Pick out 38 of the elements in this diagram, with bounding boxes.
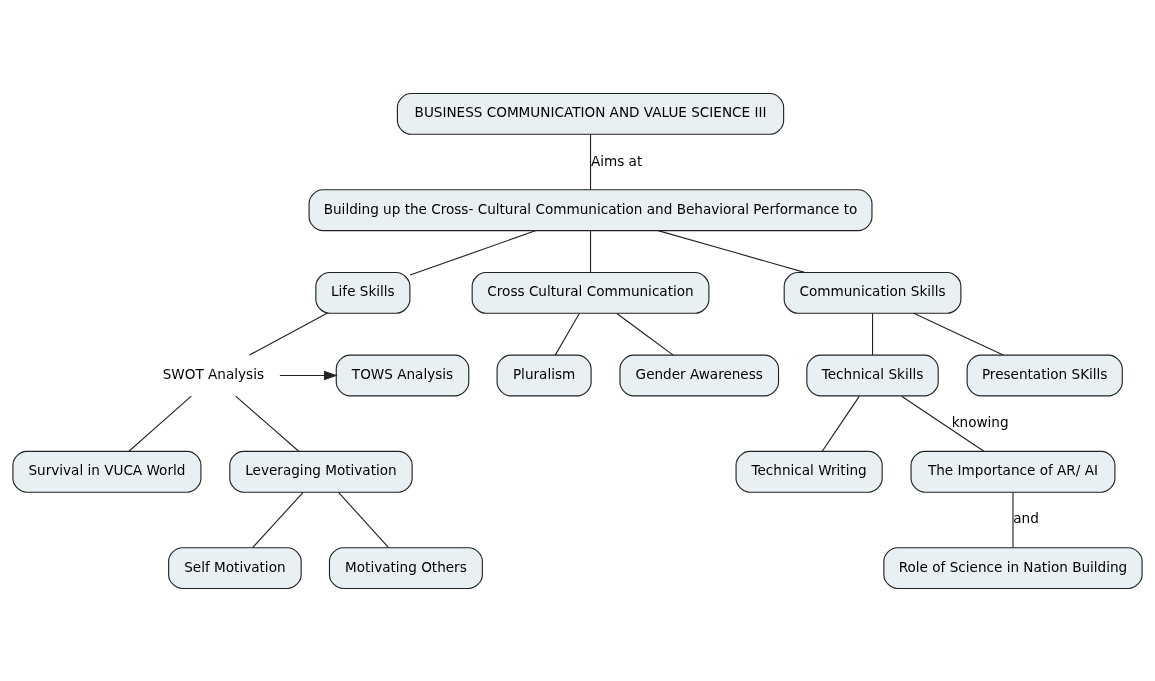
node-box: Gender Awareness bbox=[619, 354, 780, 396]
connector bbox=[871, 312, 874, 356]
node-box: Communication Skills bbox=[783, 271, 962, 314]
connector bbox=[554, 312, 580, 356]
node-text: SWOT Analysis bbox=[162, 365, 265, 382]
connector bbox=[1012, 491, 1014, 548]
connector bbox=[409, 229, 537, 276]
edge-label: Aims at bbox=[590, 152, 643, 169]
connector bbox=[589, 229, 592, 273]
connector bbox=[252, 491, 304, 548]
node-box: Cross Cultural Communication bbox=[471, 271, 710, 314]
node-box: Life Skills bbox=[315, 271, 411, 314]
connector bbox=[128, 395, 192, 452]
arrow bbox=[279, 370, 338, 380]
connector bbox=[248, 312, 328, 356]
node-box: Leveraging Motivation bbox=[229, 450, 413, 493]
edge-label: and bbox=[1013, 509, 1039, 526]
node-box: Pluralism bbox=[496, 354, 592, 396]
node-box: Building up the Cross- Cultural Communication and Behavioral Performance to bbox=[308, 188, 873, 231]
node-box: Survival in VUCA World bbox=[12, 450, 202, 493]
node-box: Presentation SKills bbox=[966, 354, 1123, 396]
node-box: Motivating Others bbox=[328, 546, 483, 589]
connector bbox=[901, 395, 985, 452]
node-box: Technical Writing bbox=[735, 450, 883, 493]
connector bbox=[338, 491, 389, 548]
connector bbox=[235, 395, 300, 452]
node-box: Technical Skills bbox=[806, 354, 939, 396]
node-box: Role of Science in Nation Building bbox=[883, 546, 1143, 589]
node-box: BUSINESS COMMUNICATION AND VALUE SCIENCE III bbox=[396, 92, 785, 135]
connector bbox=[657, 229, 806, 273]
connector bbox=[589, 133, 592, 190]
connector bbox=[821, 395, 860, 452]
node-box: The Importance of AR/ AI bbox=[910, 450, 1116, 493]
node-box: Self Motivation bbox=[168, 546, 302, 589]
node-box: TOWS Analysis bbox=[335, 354, 470, 396]
edge-label: knowing bbox=[951, 413, 1009, 430]
connector bbox=[616, 312, 674, 356]
connector bbox=[913, 312, 1004, 356]
